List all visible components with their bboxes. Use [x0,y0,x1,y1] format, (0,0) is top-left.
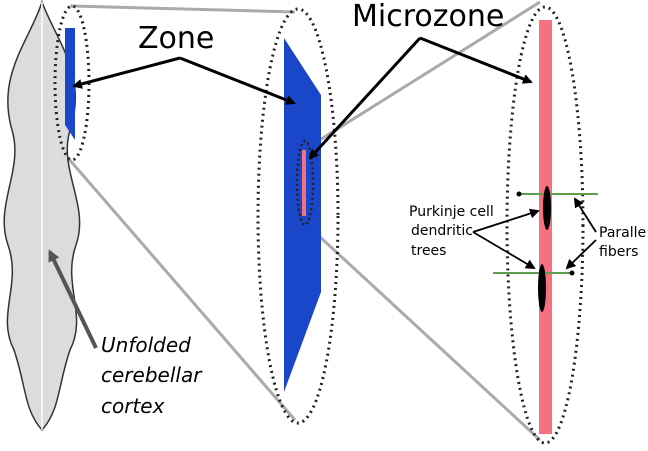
cortex-pointer-arrow [48,249,98,349]
zoom-connector-lines [66,0,542,442]
purkinje-dendrite-lower [538,264,546,312]
cortex-label: Unfolded cerebellar cortex [101,333,208,418]
microzone-arrows [308,36,533,160]
zone-arrows [72,56,296,105]
parallel-fiber-arrows [565,197,597,270]
purkinje-dendrite-upper [543,186,551,230]
microzone-small-ellipse [295,139,315,227]
purkinje-label: Purkinje cell dendritic trees [409,204,498,259]
cortex-zone-strip [65,28,75,140]
microzone-small-strip [302,150,306,216]
zone-label: Zone [138,21,214,56]
microzone-ellipse [505,5,585,445]
zone-ellipse [256,7,340,425]
parallel-fibers [493,191,598,276]
purkinje-arrows [472,208,540,270]
microzone-label: Microzone [352,0,504,34]
parallel-fibers-label: Paralle fibers [599,225,648,260]
